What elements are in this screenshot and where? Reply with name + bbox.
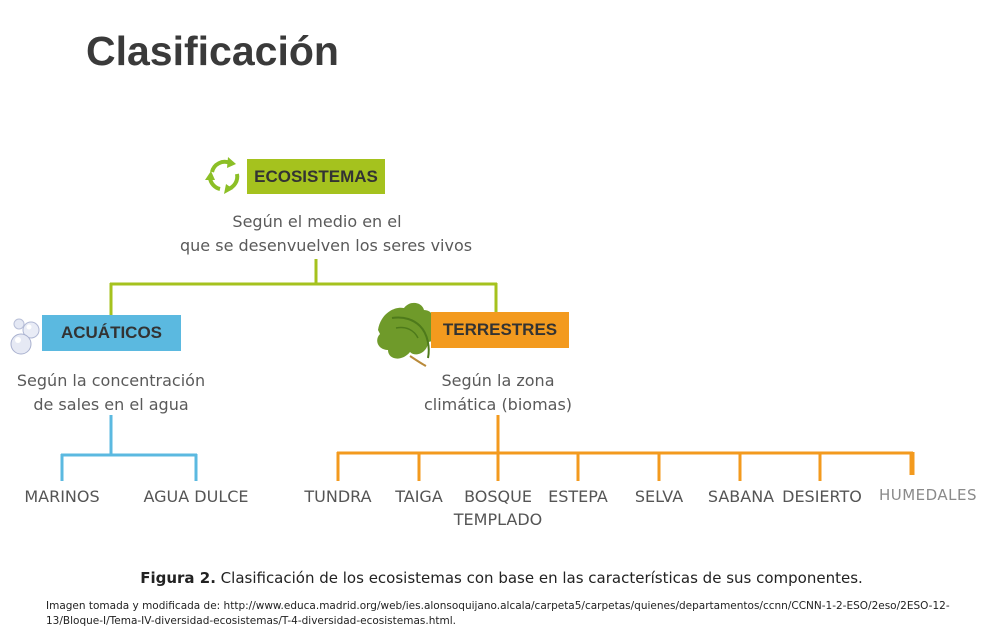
caption-figure-number: Figura 2.: [140, 569, 216, 587]
taiga-label: TAIGA: [395, 487, 443, 506]
figure-caption: Figura 2. Clasificación de los ecosistem…: [0, 569, 1003, 587]
terrestres-label: TERRESTRES: [442, 320, 558, 339]
tundra-label: TUNDRA: [304, 487, 372, 506]
acuaticos-label: ACUÁTICOS: [60, 323, 163, 342]
recycle-arrows-icon: [205, 157, 240, 194]
bosque-label: BOSQUE: [464, 487, 532, 506]
oak-leaf-icon: [377, 302, 437, 367]
templado-label: TEMPLADO: [453, 510, 543, 529]
aquatic-criterion-line2: de sales en el agua: [33, 395, 189, 414]
agua-dulce-label: AGUA DULCE: [143, 487, 249, 506]
estepa-label: ESTEPA: [548, 487, 608, 506]
terrestrial-criterion-line2: climática (biomas): [423, 395, 573, 414]
source-line2: 13/Bloque-I/Tema-IV-diversidad-ecosistem…: [46, 615, 456, 627]
source-note: Imagen tomada y modificada de: http://ww…: [46, 599, 986, 629]
terrestrial-criterion-text: Según la zona climática (biomas): [410, 369, 586, 417]
terrestres-box: TERRESTRES: [431, 312, 569, 348]
marinos-label: MARINOS: [24, 487, 100, 506]
selva-label: SELVA: [634, 487, 684, 506]
root-criterion-text: Según el medio en el que se desenvuelven…: [180, 210, 473, 258]
root-criterion-line1: Según el medio en el: [232, 212, 402, 231]
acuaticos-box: ACUÁTICOS: [42, 315, 181, 351]
sabana-label: SABANA: [707, 487, 775, 506]
root-criterion-line2: que se desenvuelven los seres vivos: [180, 236, 473, 255]
source-line1: Imagen tomada y modificada de: http://ww…: [46, 600, 950, 612]
bubbles-icon: [10, 318, 40, 355]
ecosistemas-box: ECOSISTEMAS: [247, 159, 385, 194]
ecosistemas-label: ECOSISTEMAS: [254, 166, 378, 186]
terrestrial-criterion-line1: Según la zona: [441, 371, 555, 390]
humedales-label: HUMEDALES: [878, 486, 978, 504]
caption-text: Clasificación de los ecosistemas con bas…: [215, 569, 863, 587]
aquatic-criterion-text: Según la concentración de sales en el ag…: [10, 369, 212, 417]
aquatic-criterion-line1: Según la concentración: [16, 371, 206, 390]
page-title: Clasificación: [86, 28, 339, 74]
desierto-label: DESIERTO: [782, 487, 862, 506]
